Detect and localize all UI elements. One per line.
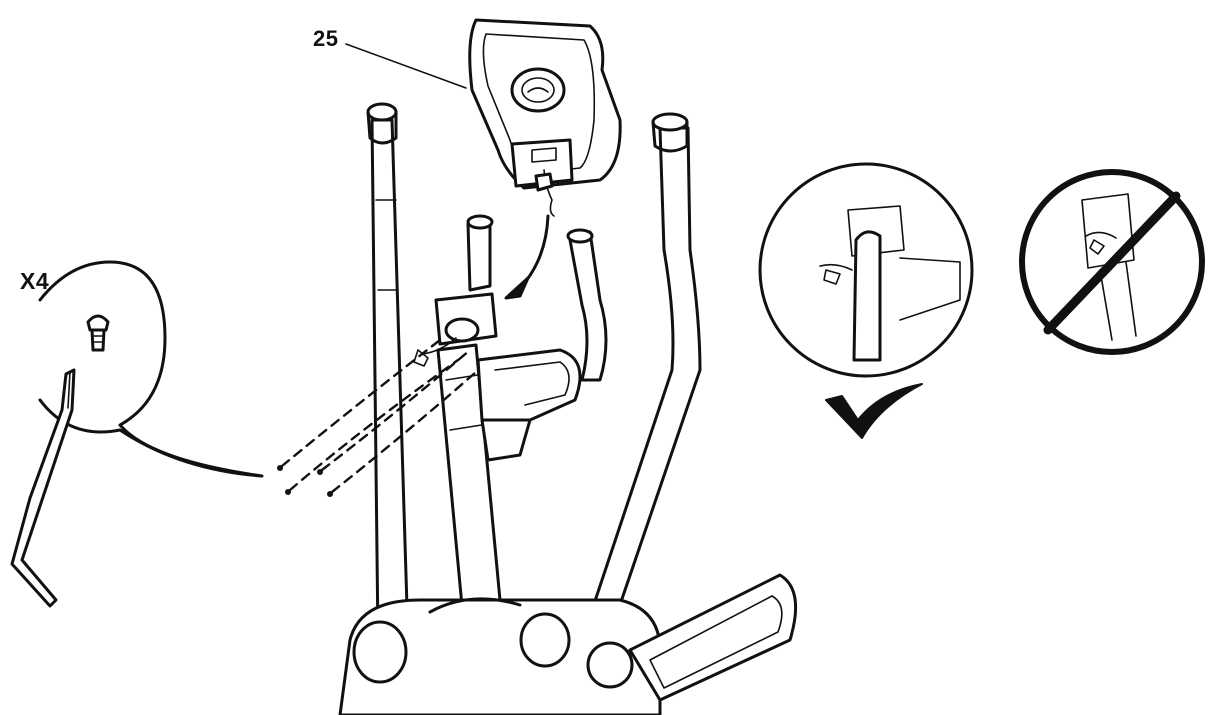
- screw-icon: [277, 465, 333, 497]
- part-leader-line: [345, 43, 467, 89]
- quantity-label: X4: [20, 268, 50, 294]
- base-frame: [338, 573, 798, 715]
- checkmark-icon: [825, 383, 923, 439]
- prohibited-icon: [1043, 191, 1181, 335]
- console-part: [468, 18, 622, 217]
- left-handlebar: [366, 102, 410, 642]
- correct-detail: [758, 162, 974, 378]
- screw-icon: [86, 314, 110, 352]
- arm-stubs: [466, 214, 608, 382]
- console-mast: [413, 292, 582, 608]
- motion-arrow: [504, 214, 550, 300]
- hex-key-icon: [10, 368, 76, 608]
- part-number-label: 25: [313, 26, 339, 51]
- incorrect-detail: [1019, 169, 1205, 355]
- callout-bubble: [38, 260, 264, 478]
- screw-paths: [280, 338, 478, 494]
